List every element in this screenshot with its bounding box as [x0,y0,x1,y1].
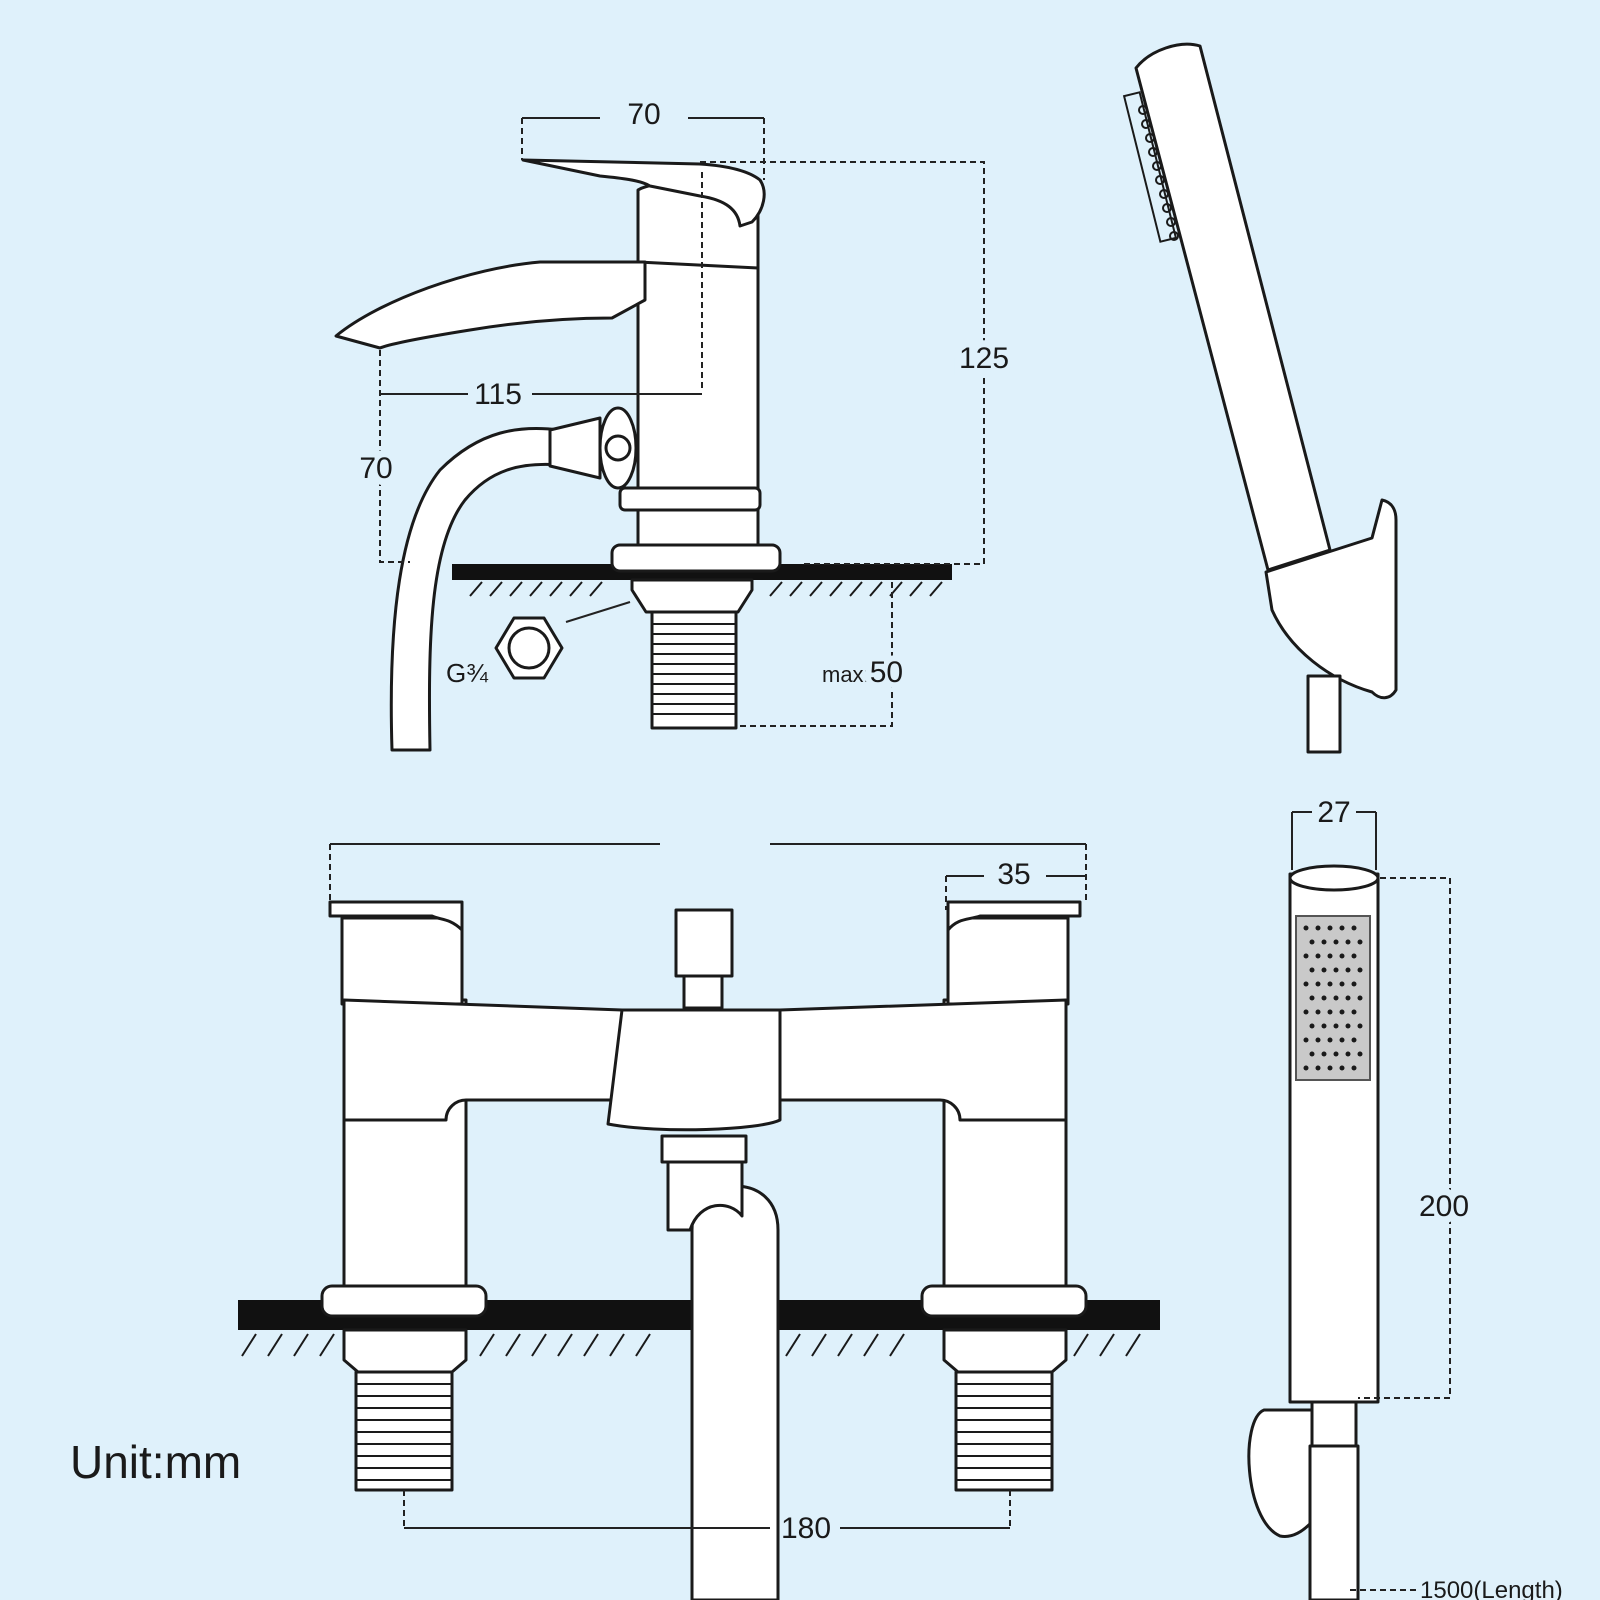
dim-line [1291,812,1377,870]
front-left-thread-lines [356,1383,452,1481]
front-hose [690,1184,780,1600]
side-body-joint [636,260,760,270]
handset-hose-top [1306,674,1342,754]
handset-front-connector [1310,1400,1358,1448]
handset-front-top [1288,864,1380,892]
side-lever-handle [521,158,766,228]
front-central-spout [606,1008,782,1132]
front-left-handle-cap [340,916,464,1006]
side-diverter-ring [604,434,632,462]
thread-size-label: G¾ [446,658,488,688]
front-left-nut [342,1328,468,1374]
front-diverter-knob [674,908,734,978]
dim-line-70-spout [379,350,410,563]
side-spout [334,260,647,350]
front-left-base-ring [320,1284,488,1318]
side-threaded-shank [650,610,738,730]
handset-side-view [1122,42,1398,754]
front-diverter-stem [682,974,724,1010]
max-value: 50 [870,656,903,689]
side-view-mixer: 70 125 115 70 G¾ max:50 [334,98,1016,752]
dim-label-27: 27 [1317,796,1350,829]
dim-label-max50: max:50 [822,656,903,689]
side-lock-nut [630,578,754,614]
dim-line-125 [700,161,985,565]
side-collar [618,486,762,512]
dim-label-70-top: 70 [627,98,660,131]
dim-label-70-spout: 70 [359,452,392,485]
front-diverter-base [660,1134,748,1164]
front-bridge-right [778,998,1068,1122]
handset-front-hose [1308,1444,1360,1600]
front-right-thread-lines [956,1383,1052,1481]
front-hose-connector [666,1158,744,1232]
spray-holes [1138,105,1179,241]
front-view-mixer: 35 180 Unit:mm [70,843,1160,1600]
front-right-base-ring [920,1284,1088,1318]
handset-body [1134,42,1332,572]
dim-label-115: 115 [474,378,522,411]
handset-wall-holder [1264,498,1398,700]
front-right-lever [946,900,1082,932]
side-deck-hatching [469,581,943,597]
unit-label: Unit:mm [70,1436,241,1488]
dim-label-180: 180 [781,1512,831,1545]
front-right-handle-cap [946,916,1070,1006]
dim-label-35: 35 [997,858,1030,891]
dim-line [403,1490,1011,1528]
max-prefix: max: [822,662,870,687]
dim-line-max50 [740,582,893,727]
thread-leader-line [565,601,631,623]
side-thread-lines [652,623,736,715]
dim-line-200 [1358,877,1451,1399]
dim-label-200: 200 [1419,1190,1469,1223]
handset-spray-face [1122,91,1178,243]
dim-label-1500-length: 1500(Length) [1420,1577,1563,1600]
front-left-lever [328,900,464,932]
hex-nut-bore [507,626,551,670]
handset-spray-dots [1303,925,1363,1071]
side-hose-connector [548,416,602,480]
side-base-ring [610,543,782,573]
dim-label-125: 125 [959,342,1009,375]
handset-front-view: 27 200 1500(Length) [1247,796,1563,1600]
front-bridge-left [342,998,624,1122]
front-right-nut [942,1328,1068,1374]
